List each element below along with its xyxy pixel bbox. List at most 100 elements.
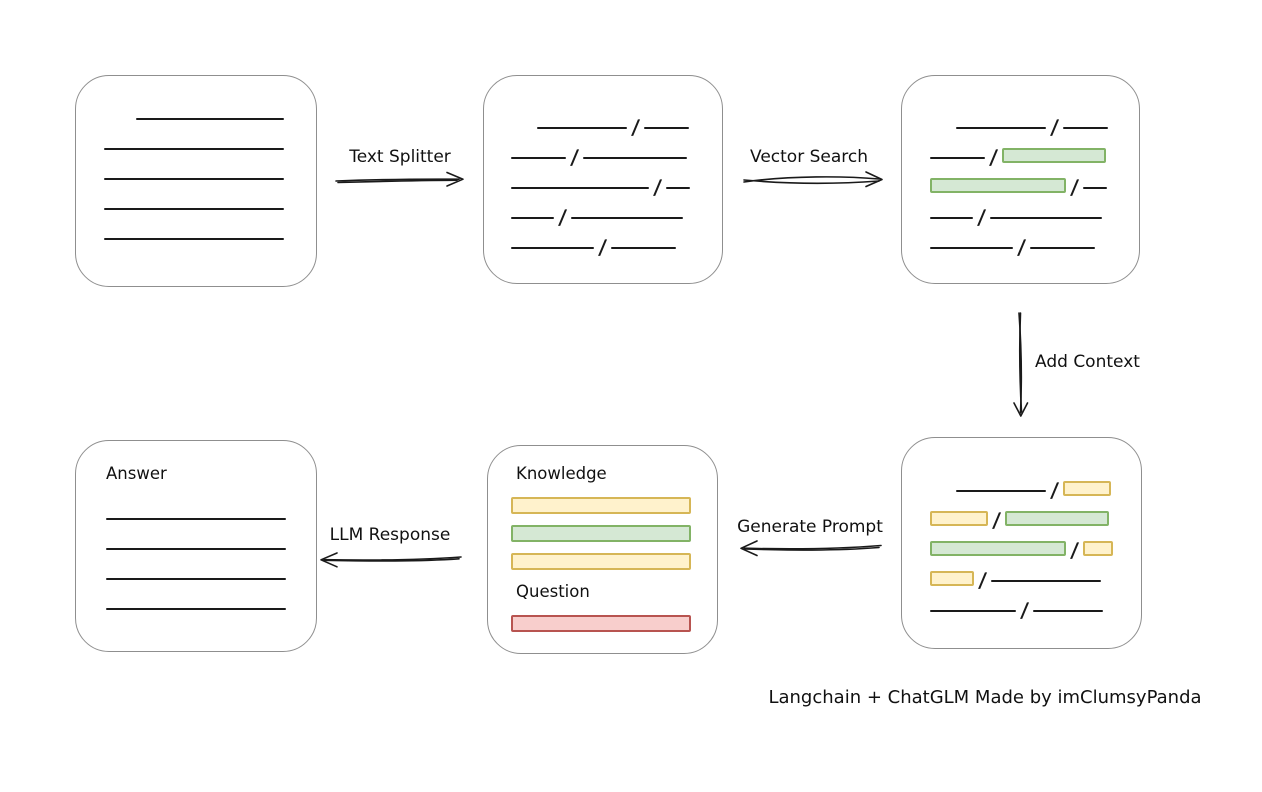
yellow-chunk bbox=[511, 553, 691, 570]
text-line bbox=[106, 548, 286, 550]
green-chunk bbox=[930, 178, 1066, 193]
document-node bbox=[75, 75, 317, 287]
generate-prompt-arrow bbox=[740, 540, 882, 557]
text-line bbox=[930, 157, 985, 159]
text-line bbox=[511, 157, 566, 159]
segment-row: / bbox=[930, 133, 1108, 169]
segment-row bbox=[511, 608, 691, 632]
segment-row bbox=[104, 124, 284, 154]
split-chunk-rows: ///// bbox=[511, 103, 691, 259]
red-chunk bbox=[511, 615, 691, 632]
segment-row: / bbox=[930, 223, 1108, 259]
text-line bbox=[104, 178, 284, 180]
knowledge-label: Knowledge bbox=[516, 464, 607, 483]
green-chunk bbox=[1005, 511, 1110, 526]
segment-row bbox=[106, 554, 286, 584]
text-line bbox=[104, 148, 284, 150]
segment-row bbox=[106, 524, 286, 554]
text-line bbox=[583, 157, 688, 159]
text-line bbox=[930, 247, 1013, 249]
segment-row bbox=[106, 584, 286, 614]
segment-row bbox=[511, 514, 691, 542]
vector-search-label: Vector Search bbox=[750, 147, 868, 167]
segment-row bbox=[511, 486, 691, 514]
yellow-chunk bbox=[1063, 481, 1112, 496]
text-line bbox=[511, 247, 594, 249]
generate-prompt-label: Generate Prompt bbox=[737, 517, 883, 537]
text-line bbox=[666, 187, 691, 189]
text-splitter-label: Text Splitter bbox=[349, 147, 451, 167]
slash-separator: / bbox=[597, 235, 608, 259]
diagram-caption: Langchain + ChatGLM Made by imClumsyPand… bbox=[768, 687, 1202, 708]
text-line bbox=[956, 490, 1046, 492]
segment-row bbox=[104, 94, 284, 124]
text-line bbox=[136, 118, 284, 120]
segment-row: / bbox=[511, 193, 690, 229]
text-line bbox=[611, 247, 677, 249]
segment-row: / bbox=[511, 223, 690, 259]
yellow-chunk bbox=[930, 571, 974, 586]
add-context-arrow bbox=[1013, 312, 1029, 417]
add-context-label: Add Context bbox=[1035, 352, 1140, 372]
slash-separator: / bbox=[1016, 235, 1027, 259]
text-line bbox=[930, 217, 973, 219]
text-line bbox=[956, 127, 1046, 129]
text-line bbox=[104, 208, 284, 210]
text-line bbox=[644, 127, 690, 129]
yellow-chunk bbox=[1083, 541, 1114, 556]
llm-response-label: LLM Response bbox=[329, 525, 451, 545]
text-line bbox=[1033, 610, 1104, 612]
segment-row: / bbox=[930, 103, 1109, 139]
segment-row: / bbox=[930, 163, 1108, 199]
matched-chunk-rows: ///// bbox=[930, 103, 1109, 259]
text-line bbox=[1030, 247, 1096, 249]
text-line bbox=[991, 580, 1102, 582]
text-line bbox=[106, 578, 286, 580]
text-line bbox=[106, 608, 286, 610]
segment-row bbox=[104, 154, 284, 184]
document-lines bbox=[104, 94, 284, 244]
segment-row: / bbox=[511, 163, 691, 199]
text-line bbox=[511, 217, 554, 219]
question-label: Question bbox=[516, 582, 590, 601]
segment-row bbox=[104, 214, 284, 244]
text-line bbox=[990, 217, 1103, 219]
text-splitter-arrow bbox=[335, 171, 464, 187]
slash-separator: / bbox=[1019, 598, 1030, 622]
segment-row bbox=[104, 184, 284, 214]
answer-label: Answer bbox=[106, 464, 167, 483]
green-chunk bbox=[930, 541, 1066, 556]
text-line bbox=[571, 217, 684, 219]
answer-node: Answer bbox=[75, 440, 317, 652]
knowledge-bars bbox=[511, 486, 691, 570]
text-line bbox=[537, 127, 627, 129]
matched-chunks-node: ///// bbox=[901, 75, 1140, 284]
yellow-chunk bbox=[511, 497, 691, 514]
context-chunks-node: ///// bbox=[901, 437, 1142, 649]
text-line bbox=[106, 518, 286, 520]
segment-row: / bbox=[511, 103, 690, 139]
green-chunk bbox=[511, 525, 691, 542]
segment-row: / bbox=[930, 193, 1108, 229]
segment-row: / bbox=[930, 466, 1113, 502]
segment-row: / bbox=[930, 526, 1114, 562]
text-line bbox=[511, 187, 649, 189]
yellow-chunk bbox=[930, 511, 988, 526]
answer-lines bbox=[106, 494, 286, 614]
segment-row bbox=[511, 542, 691, 570]
vector-search-arrow bbox=[743, 171, 883, 188]
text-line bbox=[104, 238, 284, 240]
segment-row: / bbox=[930, 556, 1113, 592]
text-line bbox=[1083, 187, 1108, 189]
llm-response-arrow bbox=[320, 552, 462, 568]
segment-row: / bbox=[511, 133, 690, 169]
prompt-node: Knowledge Question bbox=[487, 445, 718, 654]
split-chunks-node: ///// bbox=[483, 75, 723, 284]
segment-row: / bbox=[930, 586, 1113, 622]
text-line bbox=[930, 610, 1016, 612]
segment-row: / bbox=[930, 496, 1113, 532]
question-bar bbox=[511, 608, 691, 632]
green-chunk bbox=[1002, 148, 1107, 163]
segment-row bbox=[106, 494, 286, 524]
